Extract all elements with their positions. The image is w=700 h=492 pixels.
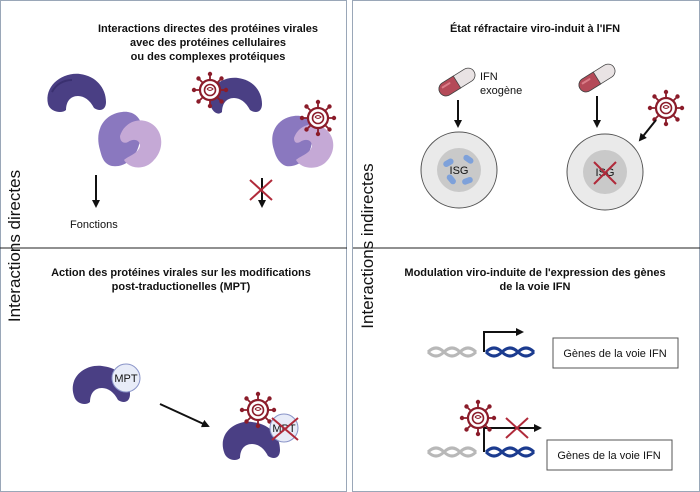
viral-targeted-protein-icon — [222, 421, 280, 460]
mpt-title-line-1: Action des protéines virales sur les mod… — [51, 267, 311, 279]
virus-icon — [298, 98, 338, 138]
ifn-label-line-1: IFN — [480, 71, 498, 83]
left-panel-frame — [0, 0, 347, 492]
side-label-indirect: Interactions indirectes — [358, 163, 377, 328]
mpt-arrow — [159, 403, 210, 428]
cross-icon — [593, 161, 617, 185]
viral-bound-complex-icon — [272, 115, 334, 168]
mpt-badge — [111, 363, 141, 393]
direct-title-line-3: ou des complexes protéiques — [131, 51, 286, 63]
transcription-arrow — [483, 328, 524, 352]
virus-icon — [646, 88, 686, 128]
refractory-title: État réfractaire viro-induit à l'IFN — [450, 22, 620, 35]
cellular-protein-icon — [47, 73, 106, 112]
gene-box-blocked-label: Gènes de la voie IFN — [557, 450, 660, 462]
mpt-title-line-2: post-traductionelles (MPT) — [112, 281, 251, 293]
blocked-transcription-arrow — [483, 424, 542, 452]
modulation-title-line-2: de la voie IFN — [500, 281, 571, 293]
cross-icon — [505, 417, 529, 439]
gene-box-blocked — [546, 439, 673, 471]
gene-box-label: Gènes de la voie IFN — [563, 348, 666, 360]
ifn-label-line-2: exogène — [480, 85, 522, 97]
dna-helix-icon — [426, 346, 536, 358]
protein-complex-icon — [98, 111, 162, 168]
direct-title-line-2: avec des protéines cellulaires — [130, 37, 286, 49]
right-panel-frame — [352, 0, 700, 492]
side-label-direct: Interactions directes — [5, 170, 24, 322]
modulation-title-line-1: Modulation viro-induite de l'expression … — [404, 267, 665, 279]
cross-icon — [271, 417, 299, 441]
ifn-capsule-icon — [435, 64, 479, 100]
virus-arrow — [638, 119, 657, 142]
functions-label: Fonctions — [70, 219, 118, 231]
dna-helix-icon — [426, 446, 536, 458]
gene-box — [552, 337, 679, 369]
viral-bound-protein-icon — [209, 77, 262, 114]
virus-icon — [458, 398, 498, 438]
ifn-capsule-icon — [575, 60, 619, 96]
isg-label: ISG — [450, 165, 469, 177]
virus-icon — [190, 70, 230, 110]
cross-icon — [249, 179, 273, 201]
mpt-badge-label: MPT — [114, 373, 138, 385]
direct-title-line-1: Interactions directes des protéines vira… — [98, 23, 318, 35]
cell-icon — [420, 131, 498, 209]
